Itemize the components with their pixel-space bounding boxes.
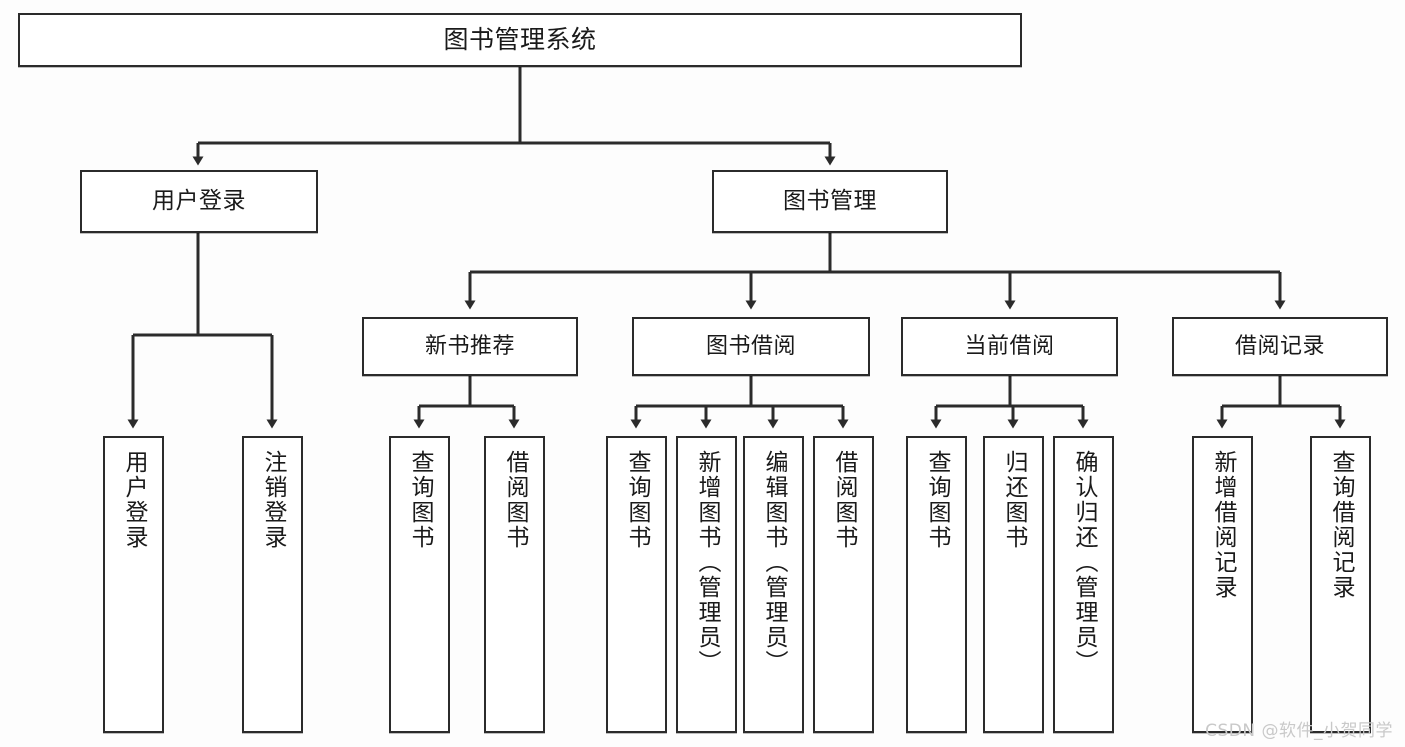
node-book-borrow[interactable]: 图书借阅 [632, 317, 870, 376]
node-label: 新增借阅记录 [1210, 450, 1236, 600]
node-label: 归还图书 [1001, 450, 1027, 550]
node-label: 查询图书 [924, 450, 950, 550]
node-label: 用户登录 [121, 450, 147, 550]
node-leaf-add-book[interactable]: 新增图书（管理员） [676, 436, 737, 733]
node-leaf-edit-book[interactable]: 编辑图书（管理员） [743, 436, 804, 733]
node-label: 当前借阅 [964, 333, 1055, 359]
node-label: 借阅记录 [1234, 333, 1325, 359]
node-label: 新增图书（管理员） [694, 450, 720, 675]
node-leaf-borrow-book-1[interactable]: 借阅图书 [484, 436, 545, 733]
node-label: 用户登录 [152, 188, 246, 215]
node-leaf-confirm-return[interactable]: 确认归还（管理员） [1053, 436, 1114, 733]
node-label: 图书管理 [783, 188, 877, 215]
node-label: 借阅图书 [831, 450, 857, 550]
node-label: 图书管理系统 [443, 24, 597, 54]
node-book-management[interactable]: 图书管理 [712, 170, 948, 233]
node-leaf-user-login[interactable]: 用户登录 [103, 436, 164, 733]
node-label: 查询图书 [624, 450, 650, 550]
node-leaf-add-record[interactable]: 新增借阅记录 [1192, 436, 1253, 733]
node-leaf-borrow-book-2[interactable]: 借阅图书 [813, 436, 874, 733]
node-label: 确认归还（管理员） [1071, 450, 1097, 675]
node-root-system[interactable]: 图书管理系统 [18, 13, 1022, 67]
node-label: 查询图书 [407, 450, 433, 550]
node-current-borrow[interactable]: 当前借阅 [901, 317, 1118, 376]
node-leaf-query-book-3[interactable]: 查询图书 [906, 436, 967, 733]
node-leaf-logout-login[interactable]: 注销登录 [242, 436, 303, 733]
node-leaf-query-record[interactable]: 查询借阅记录 [1310, 436, 1371, 733]
node-new-book-recommend[interactable]: 新书推荐 [362, 317, 578, 376]
node-label: 查询借阅记录 [1328, 450, 1354, 600]
node-label: 新书推荐 [424, 333, 515, 359]
node-label: 编辑图书（管理员） [761, 450, 787, 675]
node-borrow-record[interactable]: 借阅记录 [1172, 317, 1388, 376]
watermark-text: CSDN @软件_小贺同学 [1205, 721, 1393, 741]
node-label: 注销登录 [260, 450, 286, 550]
node-leaf-query-book-1[interactable]: 查询图书 [389, 436, 450, 733]
node-label: 借阅图书 [502, 450, 528, 550]
node-label: 图书借阅 [705, 333, 796, 359]
node-leaf-return-book[interactable]: 归还图书 [983, 436, 1044, 733]
node-user-login[interactable]: 用户登录 [80, 170, 318, 233]
node-leaf-query-book-2[interactable]: 查询图书 [606, 436, 667, 733]
